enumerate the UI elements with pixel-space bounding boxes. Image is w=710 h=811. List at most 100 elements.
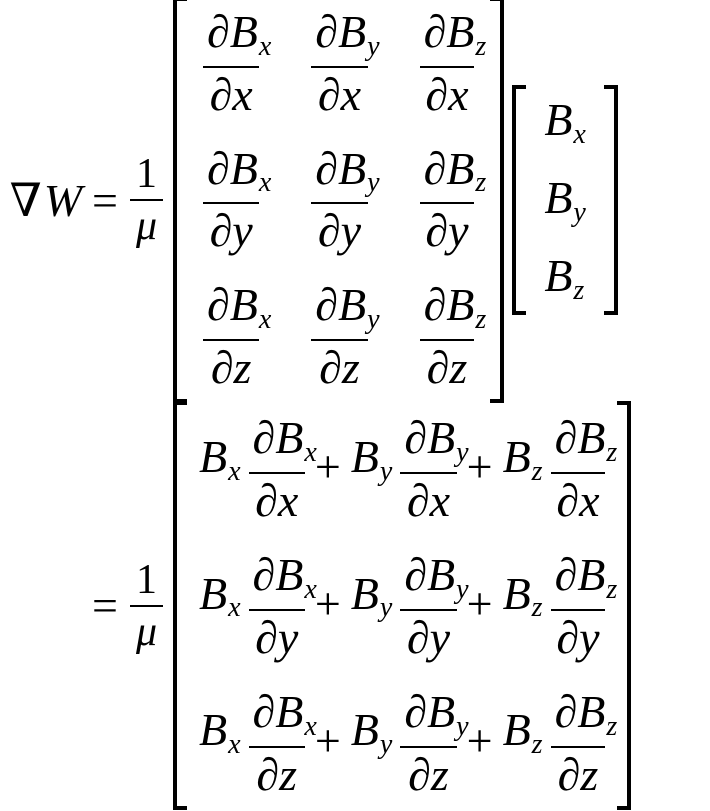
plus-sign: + bbox=[314, 714, 341, 766]
matrix-cell-r2c1: ∂By ∂z bbox=[311, 279, 380, 391]
field-b: B bbox=[544, 94, 573, 146]
partial-denominator: ∂z bbox=[557, 748, 599, 800]
right-bracket bbox=[617, 401, 632, 810]
equation-line-1: ∇W = 1 μ ∂Bx ∂x ∂By ∂x ∂Bz ∂x bbox=[0, 0, 710, 404]
partial-b: ∂B bbox=[315, 142, 367, 194]
partial-numerator: ∂By bbox=[400, 685, 469, 748]
plus-sign: + bbox=[314, 441, 341, 493]
partial-b: ∂B bbox=[554, 685, 606, 737]
partial-numerator: ∂By bbox=[400, 413, 469, 475]
partial-fraction: ∂By ∂y bbox=[400, 550, 469, 663]
partial-denominator: ∂x bbox=[406, 475, 451, 527]
partial-numerator: ∂Bx bbox=[203, 280, 271, 342]
field-coefficient: Bx bbox=[199, 703, 241, 761]
component-subscript: z bbox=[606, 710, 618, 742]
partial-b: ∂B bbox=[252, 549, 304, 601]
equals-sign: = bbox=[92, 580, 118, 631]
partial-numerator: ∂Bz bbox=[550, 685, 617, 748]
vector-entry-bz: Bz bbox=[544, 249, 584, 307]
variable-w: W bbox=[43, 174, 83, 226]
field-b: B bbox=[350, 567, 379, 619]
partial-b: ∂B bbox=[404, 685, 456, 737]
coefficient-denominator-mu: μ bbox=[135, 608, 158, 655]
partial-denominator: ∂x bbox=[255, 475, 299, 527]
equals-sign: = bbox=[92, 174, 118, 226]
partial-numerator: ∂By bbox=[311, 5, 380, 68]
partial-denominator: ∂y bbox=[406, 611, 451, 663]
partial-denominator: ∂z bbox=[210, 342, 252, 394]
partial-b: ∂B bbox=[315, 5, 367, 57]
plus-sign: + bbox=[466, 441, 493, 493]
left-bracket bbox=[173, 0, 187, 404]
coefficient-fraction: 1 μ bbox=[130, 153, 163, 247]
partial-numerator: ∂Bz bbox=[550, 413, 617, 475]
plus-sign: + bbox=[466, 714, 493, 766]
right-bracket bbox=[490, 0, 505, 404]
equation-line-2: = 1 μ Bx ∂Bx ∂x + By bbox=[0, 400, 710, 811]
partial-fraction: ∂Bz ∂y bbox=[550, 549, 617, 663]
partial-fraction: ∂Bz ∂z bbox=[550, 685, 617, 800]
left-bracket bbox=[173, 401, 187, 810]
partial-denominator: ∂x bbox=[556, 475, 600, 527]
partial-denominator: ∂z bbox=[426, 342, 468, 394]
left-bracket bbox=[512, 85, 527, 315]
sum-term: By ∂By ∂z bbox=[351, 685, 469, 800]
coefficient-fraction: 1 μ bbox=[130, 559, 163, 653]
sum-term: Bz ∂Bz ∂z bbox=[503, 685, 618, 800]
component-subscript: z bbox=[531, 455, 543, 487]
matrix-cell-r0c2: ∂Bz ∂x bbox=[419, 5, 486, 120]
partial-b: ∂B bbox=[252, 685, 304, 737]
partial-denominator: ∂y bbox=[425, 205, 469, 257]
partial-fraction: ∂Bx ∂z bbox=[248, 685, 317, 800]
partial-fraction: ∂Bz ∂x bbox=[550, 413, 617, 527]
component-subscript: y bbox=[456, 573, 469, 605]
partial-denominator: ∂x bbox=[425, 68, 469, 120]
partial-denominator: ∂x bbox=[317, 68, 361, 120]
partial-denominator: ∂z bbox=[408, 748, 449, 800]
component-subscript: x bbox=[573, 119, 586, 151]
partial-denominator: ∂z bbox=[256, 748, 297, 800]
partial-numerator: ∂Bz bbox=[419, 5, 486, 68]
result-vector-group: Bx ∂Bx ∂x + By ∂By ∂x + bbox=[173, 401, 632, 810]
partial-b: ∂B bbox=[554, 549, 606, 601]
field-coefficient: Bz bbox=[503, 567, 543, 625]
component-subscript: z bbox=[475, 30, 487, 62]
partial-b: ∂B bbox=[423, 279, 475, 331]
field-coefficient: Bx bbox=[199, 430, 241, 488]
field-b: B bbox=[350, 704, 379, 756]
field-coefficient: Bz bbox=[503, 430, 543, 488]
partial-denominator: ∂y bbox=[255, 611, 299, 663]
component-subscript: x bbox=[228, 592, 241, 624]
field-b: B bbox=[199, 430, 228, 482]
partial-b: ∂B bbox=[423, 142, 475, 194]
partial-b: ∂B bbox=[423, 5, 475, 57]
partial-denominator: ∂x bbox=[209, 68, 253, 120]
matrix-cell-r1c2: ∂Bz ∂y bbox=[419, 142, 486, 257]
coefficient-denominator-mu: μ bbox=[135, 203, 158, 249]
partial-b: ∂B bbox=[207, 5, 258, 57]
field-b: B bbox=[199, 567, 228, 619]
field-coefficient: By bbox=[351, 703, 393, 761]
component-subscript: y bbox=[456, 437, 469, 469]
component-subscript: y bbox=[379, 455, 393, 487]
partial-b: ∂B bbox=[315, 279, 367, 331]
field-b: B bbox=[544, 172, 573, 224]
plus-sign: + bbox=[466, 577, 493, 629]
result-row-y: Bx ∂Bx ∂y + By ∂By ∂y + bbox=[199, 549, 617, 663]
component-subscript: z bbox=[606, 437, 618, 469]
partial-denominator: ∂y bbox=[556, 611, 600, 663]
lhs-continuation: = bbox=[0, 579, 122, 632]
component-subscript: x bbox=[304, 710, 317, 742]
component-subscript: x bbox=[228, 729, 241, 761]
jacobian-matrix-group: ∂Bx ∂x ∂By ∂x ∂Bz ∂x ∂Bx ∂y ∂By ∂y bbox=[173, 0, 505, 404]
partial-numerator: ∂Bz bbox=[550, 549, 617, 611]
component-subscript: x bbox=[258, 30, 272, 62]
partial-numerator: ∂By bbox=[311, 142, 380, 205]
jacobian-matrix: ∂Bx ∂x ∂By ∂x ∂Bz ∂x ∂Bx ∂y ∂By ∂y bbox=[187, 0, 490, 403]
plus-sign: + bbox=[314, 577, 341, 629]
field-b: B bbox=[502, 567, 531, 619]
partial-b: ∂B bbox=[252, 412, 304, 464]
component-subscript: y bbox=[573, 196, 586, 228]
result-row-x: Bx ∂Bx ∂x + By ∂By ∂x + bbox=[199, 412, 617, 527]
